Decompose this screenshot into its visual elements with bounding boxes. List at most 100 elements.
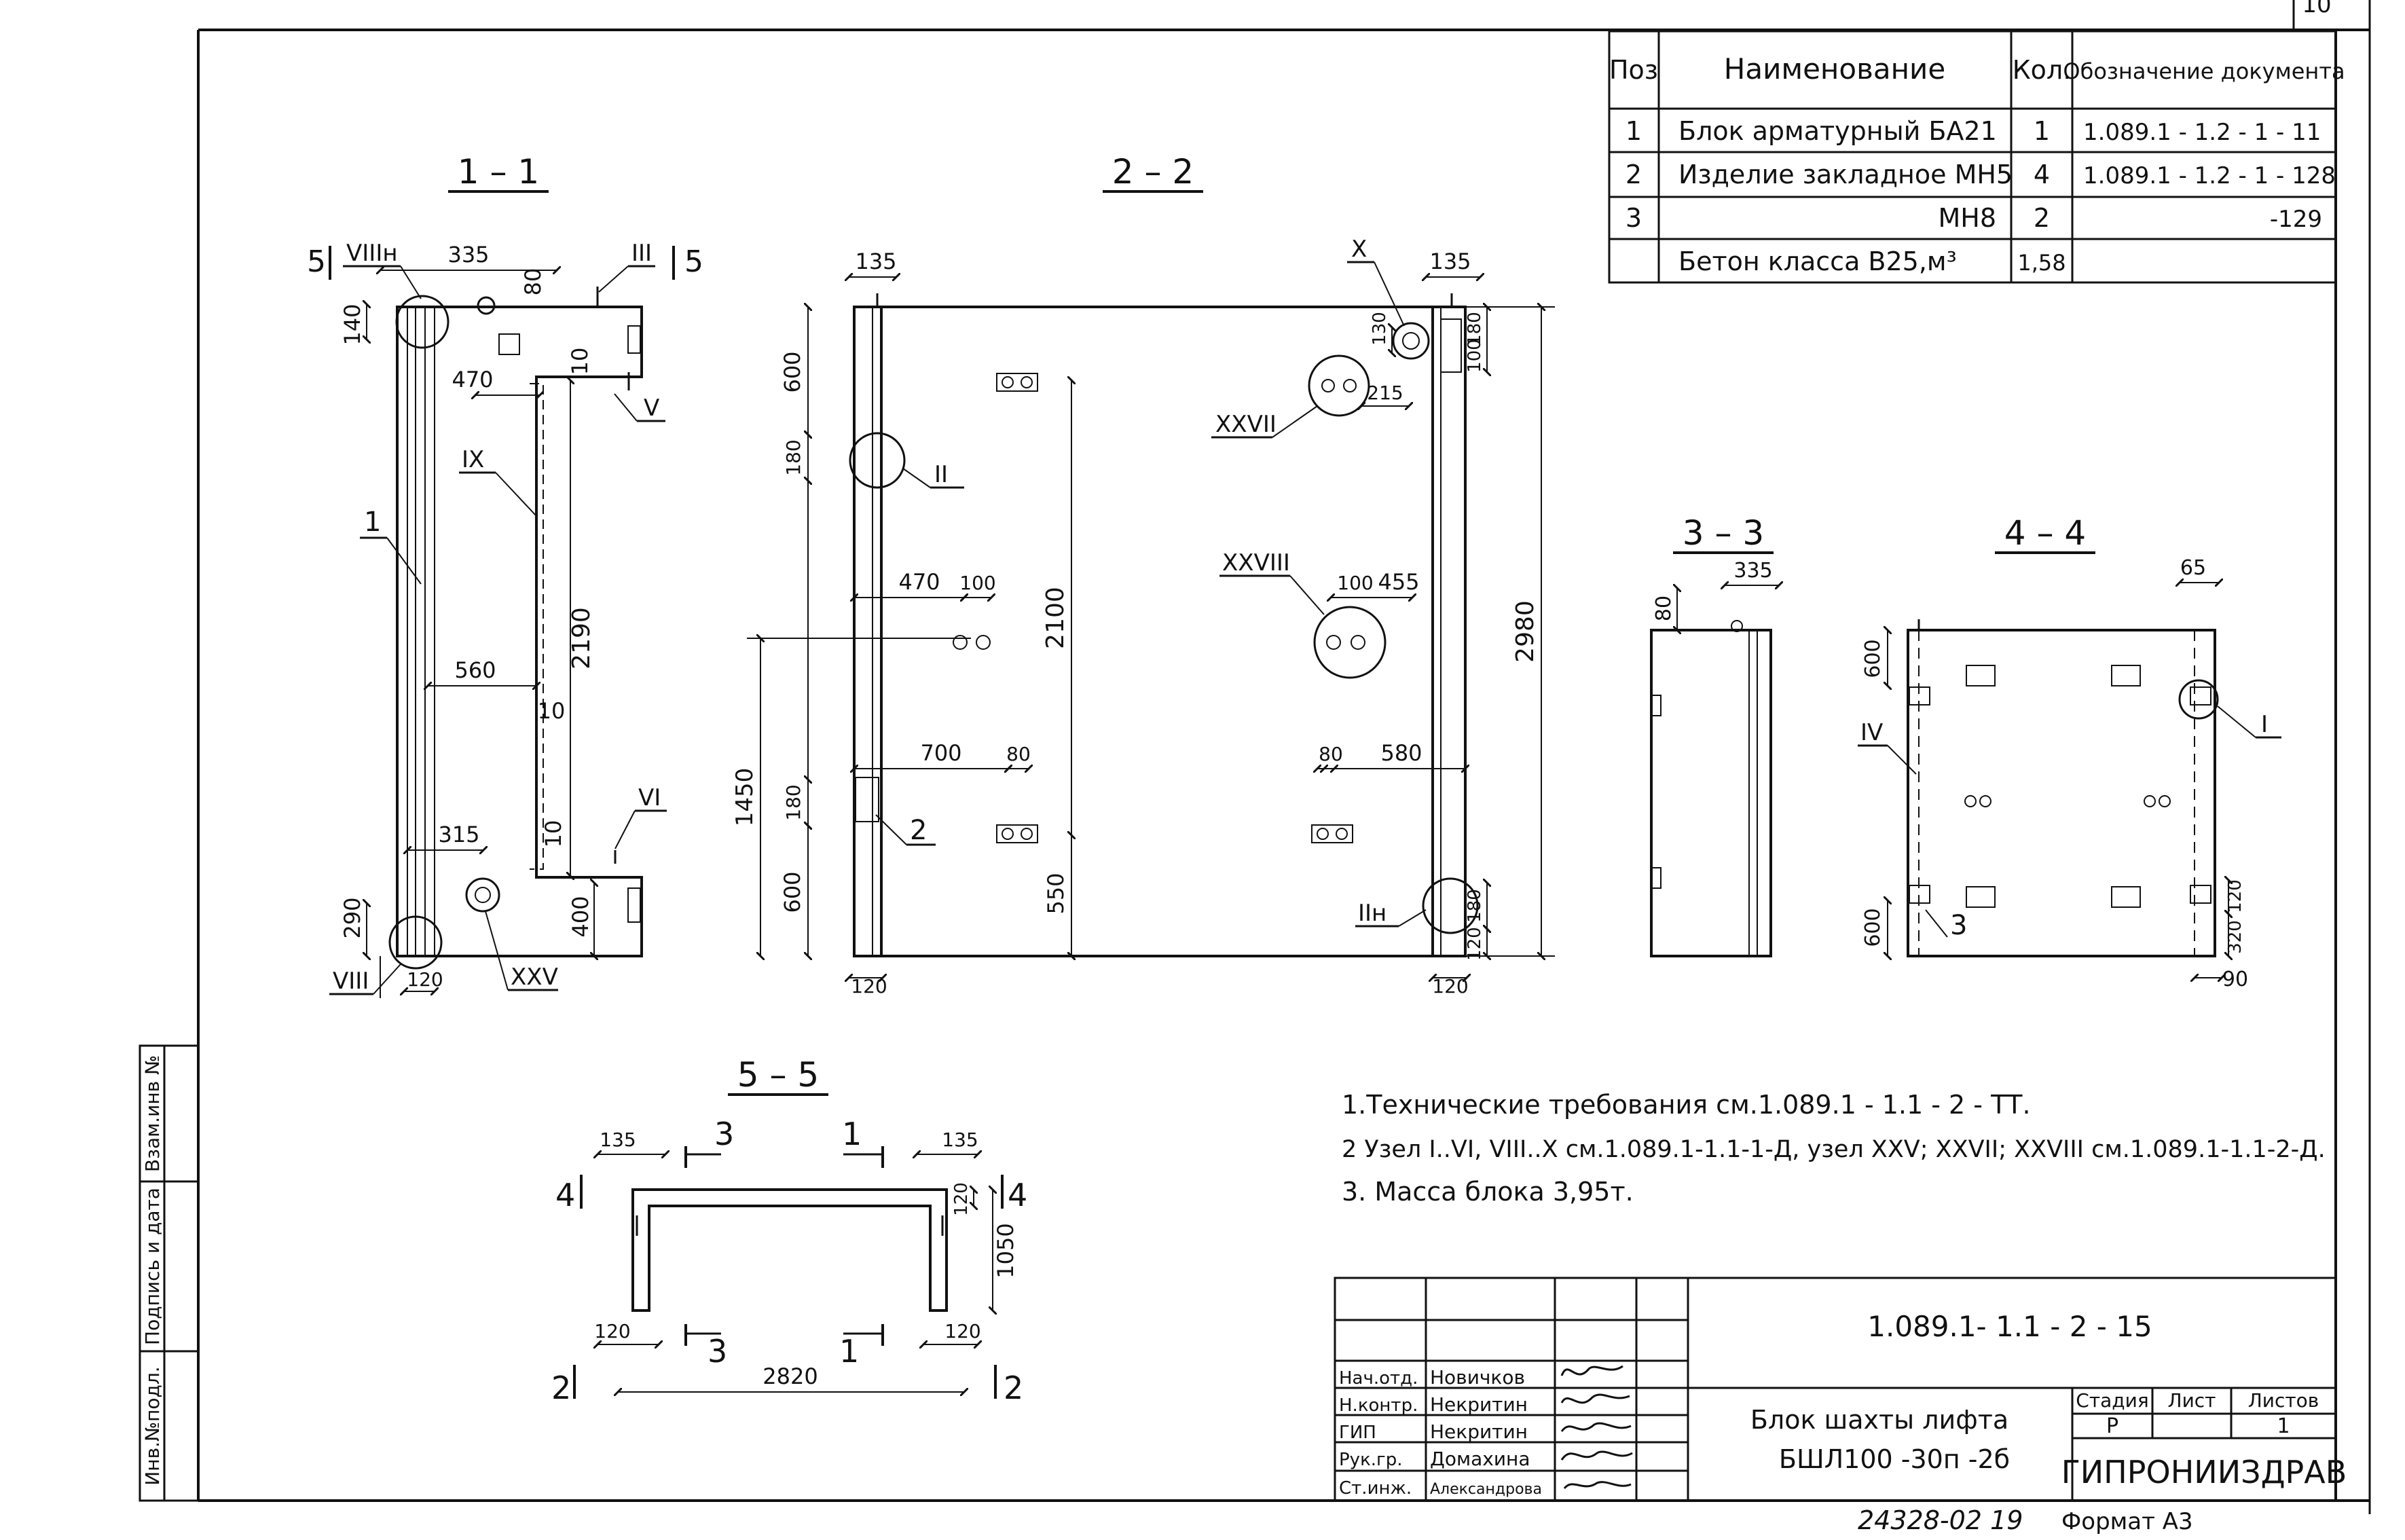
dim-1-1-2190: 2190 (568, 607, 595, 670)
dim-2-2-80-right: 80 (1319, 743, 1343, 765)
title-block (1334, 1277, 2337, 1502)
dim-2-2-180-botright: 180 (1465, 889, 1485, 923)
section-2-2-dims (747, 277, 1555, 978)
spec-row2-qty: 4 (2034, 160, 2050, 189)
dim-2-2-600-top: 600 (779, 351, 805, 392)
node-xxv-label: XXV (511, 964, 558, 991)
spec-row3-qty: 2 (2034, 203, 2050, 233)
side-stamp-text: Инв.№подл. Подпись и дата Взам.инв № (141, 1055, 164, 1486)
dim-4-4-600-top: 600 (1861, 639, 1885, 678)
dim-4-4-65: 65 (2180, 556, 2206, 580)
dim-2-2-550: 550 (1043, 873, 1069, 914)
dim-1-1-290: 290 (339, 897, 365, 938)
node-xxviii-label: XXVIII (1222, 549, 1290, 576)
dim-1-1-10b: 10 (538, 698, 566, 724)
node-ix-label: IX (462, 446, 484, 473)
dim-1-1-470: 470 (452, 367, 493, 392)
side-stamp (139, 1044, 200, 1502)
dim-2-2-180-topright: 180 (1465, 312, 1485, 346)
spec-header-doc: Обозначение документа (2063, 58, 2345, 84)
dim-4-4-90: 90 (2222, 968, 2248, 991)
title-block-text: 1.089.1- 1.1 - 2 - 15 Блок шахты лифта Б… (1339, 1310, 2347, 1499)
section-5-5-dims (573, 1146, 1004, 1399)
spec-row3-pos: 3 (1626, 203, 1642, 233)
dim-1-1-560: 560 (454, 657, 496, 683)
section-title-5-5: 5 – 5 (737, 1055, 819, 1095)
dim-1-1-335: 335 (447, 242, 489, 268)
dim-2-2-135-right: 135 (1429, 249, 1471, 274)
spec-header-pos: Поз (1609, 55, 1658, 85)
section-mark-4-right: 4 (1008, 1177, 1027, 1213)
section-title-3-3: 3 – 3 (1683, 513, 1764, 553)
spec-row1-pos: 1 (1626, 116, 1642, 146)
spec-row1-doc: 1.089.1 - 1.2 - 1 - 11 (2083, 119, 2321, 146)
page-number: 10 (2302, 0, 2331, 18)
dim-4-4-600-bot: 600 (1861, 908, 1885, 947)
dim-2-2-600-bot: 600 (779, 871, 805, 913)
spec-row2-pos: 2 (1626, 160, 1642, 189)
dim-1-1-120: 120 (407, 968, 443, 991)
spec-header-name: Наименование (1724, 52, 1945, 86)
footer: 24328-02 19 Формат А3 (1858, 1505, 2193, 1535)
section-3-3-dim-text: 80 335 (1652, 559, 1773, 621)
section-mark-3-bot: 3 (708, 1333, 727, 1370)
pos-3-label: 3 (1950, 910, 1967, 941)
section-mark-2-right: 2 (1004, 1370, 1023, 1406)
dim-2-2-120-botleft: 120 (851, 975, 887, 997)
section-mark-2-left: 2 (551, 1370, 571, 1406)
role-5-name: Александрова (1430, 1481, 1542, 1498)
section-mark-5-right: 5 (684, 244, 703, 279)
pos-1-label: 1 (364, 507, 381, 538)
dim-5-5-2820: 2820 (763, 1363, 818, 1389)
stamp-vzam: Взам.инв № (141, 1055, 164, 1172)
role-5: Ст.инж. (1339, 1478, 1412, 1499)
dim-1-1-400: 400 (568, 896, 593, 937)
spec-table-text: Поз Наименование Кол. Обозначение докуме… (1609, 52, 2345, 276)
spec-row1-qty: 1 (2034, 116, 2050, 146)
section-title-1-1: 1 – 1 (458, 152, 539, 191)
dim-4-4-320: 320 (2225, 920, 2245, 954)
spec-row3-doc: -129 (2270, 206, 2322, 233)
footer-format: Формат А3 (2061, 1508, 2193, 1535)
dim-2-2-135-left: 135 (855, 249, 896, 274)
dim-2-2-580: 580 (1380, 740, 1422, 766)
footer-code: 24328-02 19 (1858, 1505, 2023, 1535)
section-mark-1-top: 1 (842, 1116, 862, 1152)
dim-2-2-180-top: 180 (782, 439, 805, 475)
section-1-1-dims (367, 270, 594, 998)
notes: 1.Технические требования см.1.089.1 - 1.… (1342, 1090, 2326, 1207)
role-4-name: Домахина (1430, 1448, 1530, 1470)
signatures (1560, 1365, 1633, 1490)
dim-1-1-140: 140 (339, 304, 365, 345)
section-3-3-dims (1677, 585, 1779, 630)
stamp-inv-podl: Инв.№подл. (141, 1366, 164, 1485)
title-org: ГИПРОНИИЗДРАВ (2061, 1454, 2347, 1490)
dim-5-5-135-left: 135 (600, 1129, 636, 1151)
spec-row4-name: Бетон класса В25,м³ (1678, 246, 1957, 276)
title-stage: Р (2106, 1414, 2118, 1438)
section-1-1-dim-text: 335 80 140 470 10 560 2190 10 10 315 290… (339, 242, 595, 991)
node-iv-label: IV (1860, 719, 1883, 746)
dim-3-3-80: 80 (1652, 595, 1676, 621)
dim-2-2-2100: 2100 (1042, 587, 1069, 649)
role-3-name: Некритин (1430, 1420, 1528, 1443)
dim-2-2-120-botright: 120 (1465, 927, 1485, 961)
role-2: Н.контр. (1339, 1395, 1418, 1416)
dim-2-2-100-right: 100 (1337, 572, 1373, 594)
dim-2-2-1450: 1450 (731, 768, 758, 827)
role-1-name: Новичков (1430, 1366, 1525, 1389)
dim-5-5-120-right: 120 (944, 1320, 980, 1342)
title-line1: Блок шахты лифта (1750, 1405, 2008, 1435)
section-mark-4-left: 4 (555, 1177, 575, 1213)
pos-2-label: 2 (910, 815, 927, 846)
section-5-5-outline (631, 1188, 948, 1312)
dim-5-5-1050: 1050 (993, 1223, 1018, 1278)
dim-1-1-10a: 10 (567, 348, 593, 375)
node-viii-label: VIII (333, 968, 369, 995)
node-vi-label: VI (638, 784, 661, 811)
role-1: Нач.отд. (1339, 1368, 1418, 1389)
node-iii-label: III (631, 240, 652, 267)
section-5-5-dim-text: 135 135 120 1050 120 120 2820 (594, 1129, 1018, 1389)
spec-header-qty: Кол. (2013, 55, 2072, 85)
